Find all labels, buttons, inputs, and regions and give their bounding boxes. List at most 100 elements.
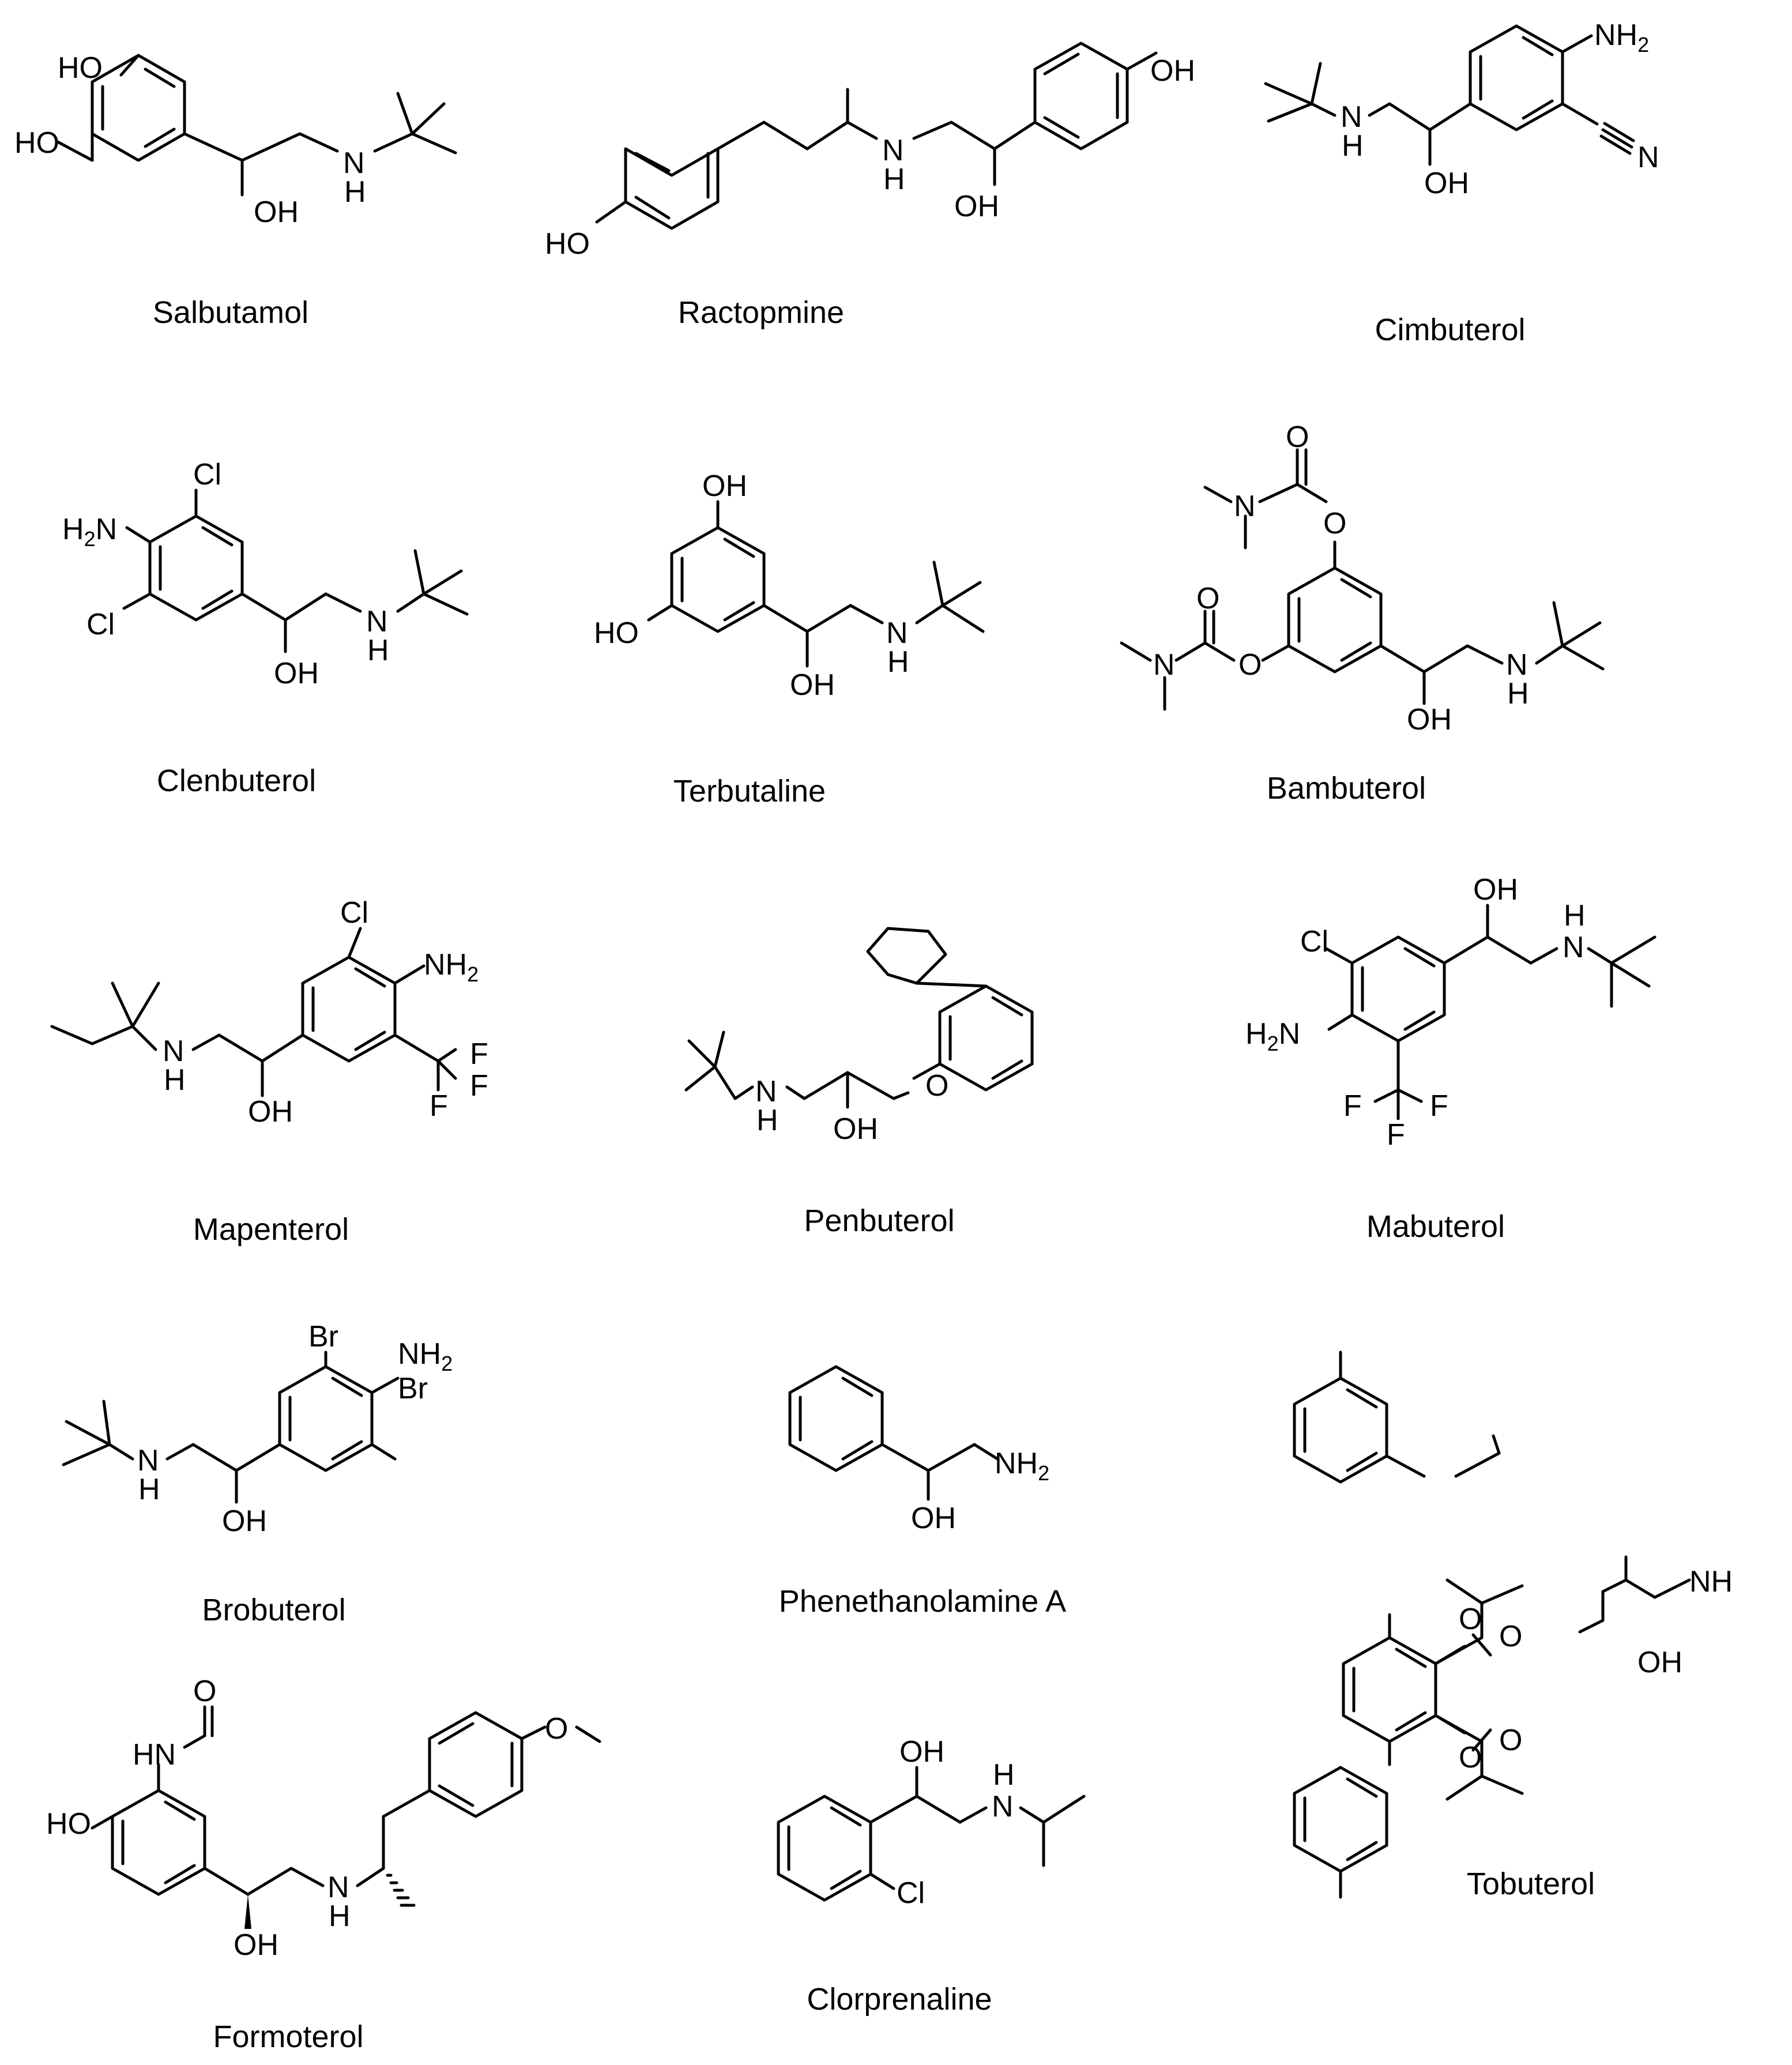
compound-phenethanolamine-a: NH2 OH Phenethanolamine A [779,1365,1066,1619]
mapenterol-atom-cl: Cl [340,896,368,930]
brobuterol-atom-oh: OH [222,1504,267,1538]
formoterol-wedge-bond [244,1894,251,1929]
clenbuterol-atom-n: N [366,605,388,638]
formoterol-hash-bond [386,1874,416,1907]
cimbuterol-atom-nh2: NH2 [1594,18,1649,57]
mapenterol-atom-h: H [164,1063,186,1097]
compound-clenbuterol: Cl Cl H2N N H OH Clenbuterol [62,458,469,798]
clorprenaline-atom-oh: OH [899,1735,944,1769]
penbuterol-atom-h: H [756,1104,778,1137]
mabuterol-atom-f: F [1343,1089,1362,1123]
ractopmine-atom-oh: OH [1150,54,1195,88]
ractopmine-atom-n: N [882,134,904,167]
mapenterol-atom-n: N [163,1035,185,1068]
ractopmine-bonds [595,42,1158,230]
clenbuterol-atom-oh: OH [274,657,319,690]
compound-clorprenaline: OH H N Cl Clorprenaline [777,1735,1086,2017]
mabuterol-atom-cl: Cl [1300,925,1328,958]
tobuterol-name: Tobuterol [1467,1867,1595,1901]
clorprenaline-atom-n: N [992,1790,1014,1823]
mapenterol-atom-oh: OH [248,1095,293,1129]
phenethanolamine-bonds [788,1365,999,1501]
brobuterol-atom-br: Br [398,1372,428,1405]
tobuterol-atom-o: O [1459,1741,1482,1774]
brobuterol-atom-h: H [138,1473,160,1506]
terbutaline-name: Terbutaline [673,774,826,808]
clenbuterol-atom-cl: Cl [193,458,221,491]
cimbuterol-atom-n: N [1637,141,1659,174]
tobuterol-atom-o: O [1499,1620,1522,1653]
salbutamol-bonds [56,54,457,197]
compound-cimbuterol: NH2 N N H OH Cimbuterol [1264,18,1659,347]
mabuterol-atom-oh: OH [1473,873,1518,907]
salbutamol-name: Salbutamol [153,295,308,330]
compound-formoterol: O HN HO O N H OH Formoterol [46,1675,601,2054]
penbuterol-atom-oh: OH [833,1112,878,1146]
clorprenaline-atom-h: H [993,1758,1015,1792]
compound-salbutamol: HO HO N H OH Salbutamol [14,51,457,330]
compound-terbutaline: OH HO N H OH Terbutaline [594,469,985,808]
brobuterol-atom-n: N [137,1444,159,1477]
compound-ractopmine: HO OH N H OH Ractopmine [545,42,1195,330]
phenethanolamine-atom-nh2: NH2 [995,1447,1049,1485]
compound-bambuterol: O O N O O N N H OH Bambuterol [1120,420,1605,806]
bambuterol-bonds [1120,448,1605,711]
penbuterol-atom-o: O [925,1069,948,1103]
mabuterol-atom-n: N [1563,931,1584,964]
mapenterol-atom-f: F [470,1037,488,1071]
ractopmine-atom-h: H [883,163,905,196]
mapenterol-name: Mapenterol [193,1212,349,1247]
clorprenaline-bonds [777,1766,1086,1902]
bambuterol-atom-o: O [1286,420,1309,454]
clenbuterol-atom-h: H [367,634,389,667]
formoterol-atom-h: H [329,1900,351,1933]
compound-mapenterol: Cl NH2 F F F N H OH Mapenterol [50,896,488,1247]
salbutamol-atom-oh: OH [254,195,299,229]
formoterol-name: Formoterol [213,2019,363,2054]
clenbuterol-atom-cl: Cl [86,608,115,641]
salbutamol-atom-ho: HO [58,51,103,85]
tobuterol-atom-oh: OH [1637,1646,1682,1679]
cimbuterol-atom-n: N [1341,100,1362,134]
penbuterol-name: Penbuterol [804,1203,954,1238]
clorprenaline-name: Clorprenaline [807,1982,992,2017]
cimbuterol-name: Cimbuterol [1375,313,1525,347]
mabuterol-atom-f: F [1387,1118,1405,1152]
cimbuterol-atom-h: H [1342,129,1364,163]
salbutamol-atom-ho: HO [14,126,59,160]
penbuterol-atom-n: N [755,1075,777,1108]
cimbuterol-bonds [1264,24,1635,166]
bambuterol-name: Bambuterol [1267,771,1426,806]
tobuterol-atom-nh: NH [1689,1565,1733,1598]
bambuterol-atom-n: N [1506,648,1528,682]
formoterol-atom-o: O [193,1675,216,1708]
bambuterol-atom-h: H [1507,677,1529,710]
compound-brobuterol: Br Br NH2 N H OH Brobuterol [62,1320,453,1627]
cimbuterol-atom-oh: OH [1424,167,1469,200]
bambuterol-atom-o: O [1238,648,1262,682]
formoterol-atom-ho: HO [46,1807,91,1841]
salbutamol-atom-h: H [344,175,366,209]
terbutaline-atom-ho: HO [594,616,639,650]
mabuterol-bonds [1324,904,1657,1120]
mabuterol-name: Mabuterol [1366,1209,1505,1244]
tobuterol-atom-o: O [1499,1724,1522,1757]
mapenterol-atom-f: F [470,1069,488,1103]
terbutaline-bonds [647,500,985,668]
compound-penbuterol: O N H OH Penbuterol [684,927,1034,1238]
brobuterol-name: Brobuterol [202,1593,345,1627]
compound-mabuterol: Cl H2N F F F OH H N Mabuterol [1245,873,1657,1244]
clenbuterol-atom-h2n: H2N [62,513,117,551]
terbutaline-atom-oh: OH [702,469,747,503]
bambuterol-atom-o: O [1196,582,1219,615]
ractopmine-atom-ho: HO [545,227,590,261]
brobuterol-atom-nh2: NH2 [398,1337,453,1375]
brobuterol-atom-br: Br [308,1320,338,1353]
clorprenaline-atom-cl: Cl [897,1876,925,1910]
ractopmine-name: Ractopmine [678,295,844,330]
terbutaline-atom-oh: OH [790,668,835,702]
tobuterol-bonds [1293,1351,1691,1899]
clenbuterol-name: Clenbuterol [157,763,316,798]
phenethanolamine-name: Phenethanolamine A [779,1584,1066,1619]
